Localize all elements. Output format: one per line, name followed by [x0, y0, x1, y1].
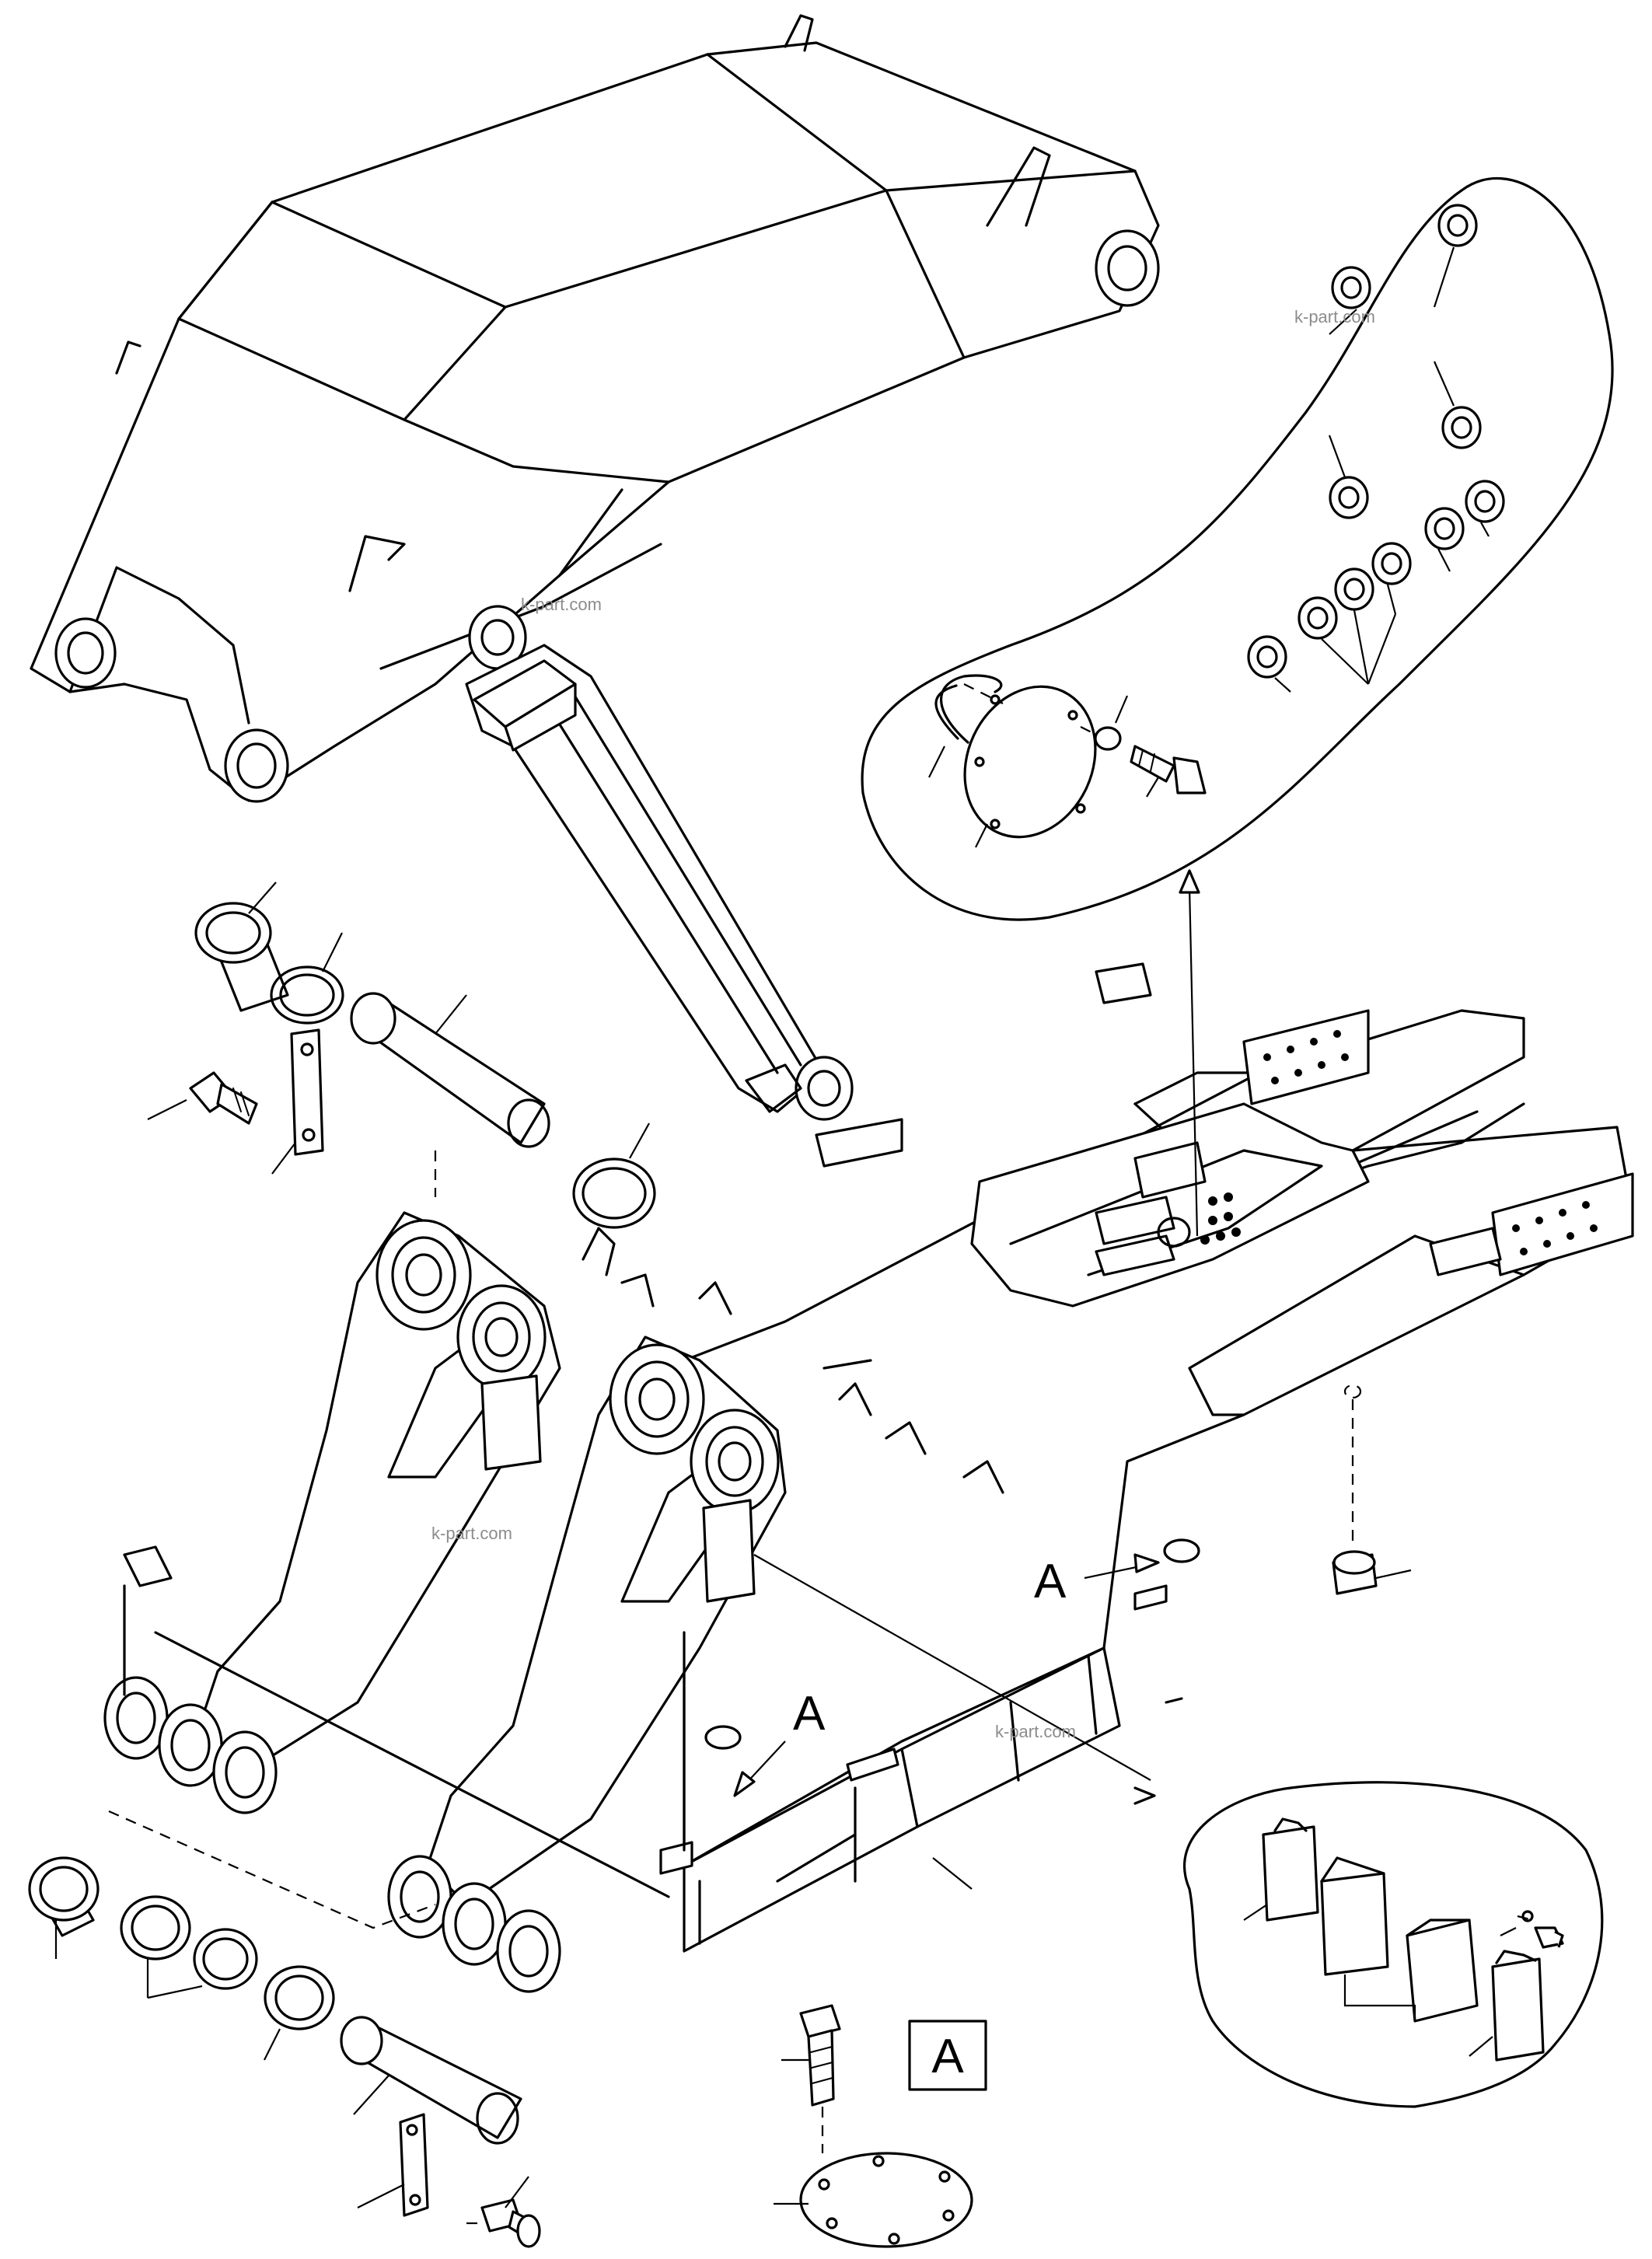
- frame-brackets: [582, 1227, 1004, 1494]
- plug-2: [1331, 266, 1371, 309]
- cover-location-right: [1163, 1538, 1200, 1563]
- svg-text:A: A: [1034, 1555, 1067, 1608]
- plug-6: [1424, 507, 1465, 550]
- detail-a-group: A: [774, 2004, 987, 2248]
- lifting-eye-side: [348, 535, 406, 592]
- chute-bolt: [1517, 1910, 1564, 1949]
- chute-2: [1320, 1856, 1389, 1976]
- bolt-upper: [147, 1071, 258, 1125]
- arm-tower-right: [426, 1335, 1156, 1906]
- boom-pin-boss-head: [1095, 229, 1160, 307]
- plug-9: [1298, 596, 1338, 640]
- callout-a-top: A: [1034, 1553, 1160, 1608]
- lifting-eye-top: [784, 14, 814, 52]
- plug-10: [1247, 635, 1287, 679]
- detail-a-bolt: [781, 2004, 841, 2107]
- cover-location-middle: [704, 1725, 742, 1750]
- snap-ring: [928, 674, 1003, 778]
- pin-upper: [350, 992, 550, 1148]
- lifting-eye-head: [986, 146, 1051, 227]
- pin-group-upper: [147, 882, 656, 1229]
- boom-pin-boss-lower: [224, 728, 289, 803]
- plug-5: [1465, 480, 1505, 523]
- chute-4: [1469, 1950, 1545, 2062]
- svg-text:A: A: [793, 1687, 826, 1741]
- plug-8: [1334, 567, 1374, 611]
- bushing-lower-4: [264, 1965, 335, 2061]
- grease-plug-right: [1332, 1384, 1412, 1595]
- cover-disc: [963, 685, 1097, 848]
- detail-a-cover-plate: [774, 2152, 973, 2248]
- bushing-upper: [194, 882, 289, 1012]
- bushing-lower-3: [146, 1928, 258, 1999]
- lock-plate-upper: [271, 1028, 324, 1175]
- detail-balloon-plugs: [861, 177, 1614, 1237]
- bushing-lower-2: [120, 1895, 191, 1960]
- detail-balloon-chutes: [1183, 1781, 1604, 2108]
- plug-3: [1441, 406, 1482, 449]
- cover-bolt: [1130, 745, 1207, 798]
- lock-washer: [1094, 695, 1129, 751]
- watermark-3: k-part.com: [431, 1524, 512, 1543]
- chute-1: [1243, 1817, 1319, 1922]
- callout-a-middle: A: [733, 1687, 826, 1797]
- cover-location-upper: [1157, 1217, 1191, 1248]
- boom-cylinder: [465, 644, 854, 1121]
- boom-assembly: [30, 14, 1160, 803]
- seal-ring-upper: [270, 932, 344, 1025]
- bushing-upper-2: [572, 1123, 656, 1229]
- bushing-lower-1: [28, 1856, 100, 1959]
- detail-a-box: [908, 2020, 987, 2091]
- plug-7: [1371, 542, 1412, 585]
- boom-pin-boss-left: [54, 617, 117, 689]
- detail-a-letter: A: [931, 2030, 964, 2083]
- plug-4: [1329, 476, 1369, 519]
- pin-lower: [340, 2016, 522, 2145]
- bolt-lower: [480, 2176, 541, 2248]
- chute-3: [1406, 1919, 1479, 2023]
- watermark-4: k-part.com: [995, 1722, 1076, 1741]
- pin-group-lower: [28, 1810, 541, 2248]
- frame-front-ends: [103, 1545, 686, 1993]
- main-frame: [659, 962, 1634, 1953]
- plug-1: [1437, 204, 1478, 247]
- watermark-1: k-part.com: [1294, 307, 1375, 326]
- deck-plate-right-top: [1242, 1009, 1370, 1105]
- watermark-2: k-part.com: [521, 595, 602, 614]
- lock-plate-lower: [357, 2113, 429, 2217]
- arm-tower-left: [193, 1211, 561, 1782]
